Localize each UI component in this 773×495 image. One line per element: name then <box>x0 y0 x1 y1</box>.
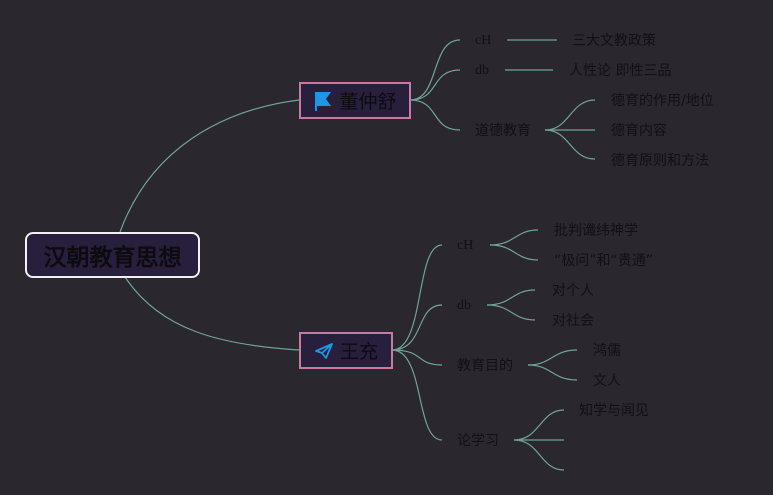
root-label: 汉朝教育思想 <box>43 245 182 271</box>
leaf-node[interactable]: “极问”和“贵通” <box>554 253 654 269</box>
leaf-node[interactable]: 批判谶纬神学 <box>554 223 638 239</box>
leaf-node[interactable]: 文人 <box>593 373 621 389</box>
leaf-node[interactable]: 三大文教政策 <box>572 33 656 49</box>
subtopic-node[interactable]: 教育目的 <box>457 358 513 374</box>
leaf-node[interactable]: 德育内容 <box>611 123 667 139</box>
subtopic-node[interactable]: cH <box>475 33 492 48</box>
flag-icon <box>315 91 332 111</box>
leaf-node[interactable]: 德育原则和方法 <box>611 153 709 169</box>
leaf-node[interactable]: 对社会 <box>552 313 594 329</box>
subtopic-node[interactable]: db <box>457 298 471 313</box>
topic-label: 董仲舒 <box>339 91 397 113</box>
leaf-node[interactable]: 人性论 即性三品 <box>569 63 672 79</box>
leaf-node[interactable]: 知学与闻见 <box>579 403 649 419</box>
paper-plane-icon <box>315 342 333 359</box>
topic-node-wang-chong[interactable]: 王充 <box>299 332 393 369</box>
leaf-node[interactable]: 鸿儒 <box>593 343 621 359</box>
leaf-node[interactable]: 对个人 <box>552 283 594 299</box>
leaf-node[interactable]: 德育的作用/地位 <box>611 93 714 109</box>
root-node[interactable]: 汉朝教育思想 <box>25 232 200 278</box>
subtopic-node[interactable]: 论学习 <box>457 433 499 449</box>
subtopic-node[interactable]: db <box>475 63 489 78</box>
topic-label: 王充 <box>339 341 378 363</box>
subtopic-node[interactable]: cH <box>457 238 474 253</box>
topic-node-dong-zhongshu[interactable]: 董仲舒 <box>299 82 411 119</box>
subtopic-node[interactable]: 道德教育 <box>475 123 531 139</box>
